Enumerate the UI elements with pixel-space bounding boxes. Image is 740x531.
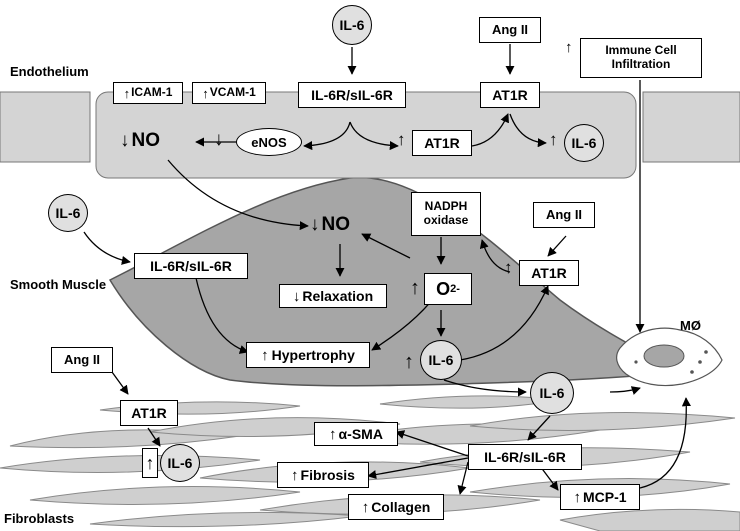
il6r-endothelium-box: IL-6R/sIL-6R [298, 82, 406, 108]
hypertrophy-box: ↑Hypertrophy [246, 342, 370, 368]
at1r-endothelium-top-box: AT1R [480, 82, 540, 108]
smooth-muscle-region-label: Smooth Muscle [10, 277, 107, 292]
enos-ellipse: eNOS [236, 128, 302, 156]
il6-fibroblast-right-circle: IL-6 [530, 372, 574, 414]
mcp1-box: ↑MCP-1 [560, 484, 640, 510]
collagen-box: ↑Collagen [348, 494, 444, 520]
ang2-top-box: Ang II [479, 17, 541, 43]
icam1-box: ↑ICAM-1 [113, 82, 183, 104]
macrophage-cell [616, 327, 723, 387]
up-arrow-vcam: ↑ [202, 85, 209, 101]
up-arrow-at1r-endo: ↑ [397, 130, 406, 149]
down-arrow-no-endo: ↓ [120, 130, 130, 151]
endothelial-membrane-left [0, 91, 91, 163]
up-arrow-il6-fibro-box: ↑ [142, 448, 158, 478]
at1r-smooth-muscle-box: AT1R [519, 260, 579, 286]
relaxation-box: ↓Relaxation [279, 284, 387, 308]
il6-fibroblast-left-circle: IL-6 [160, 444, 200, 482]
endothelium-region-label: Endothelium [10, 64, 89, 79]
endothelial-membrane-right [642, 91, 740, 163]
alpha-sma-box: ↑α-SMA [314, 422, 398, 446]
nadph-oxidase-box: NADPH oxidase [411, 192, 481, 236]
up-arrow-icam: ↑ [123, 85, 131, 101]
vcam1-box: ↑VCAM-1 [192, 82, 266, 104]
macrophage-label: MØ [680, 318, 701, 333]
il6r-smooth-muscle-box: IL-6R/sIL-6R [134, 253, 248, 279]
down-arrow-no-sm: ↓ [310, 214, 320, 235]
up-arrow-fibrosis: ↑ [291, 466, 299, 484]
il6-top-circle: IL-6 [332, 5, 372, 45]
up-arrow-mcp1: ↑ [573, 488, 581, 506]
il6r-fibroblast-box: IL-6R/sIL-6R [468, 444, 582, 470]
down-arrow-enos: ↓ [214, 129, 224, 150]
fibrosis-box: ↑Fibrosis [277, 462, 369, 488]
up-arrow-o2: ↑ [410, 277, 420, 299]
up-arrow-il6-fibro: ↑ [145, 453, 155, 473]
up-arrow-collagen: ↑ [361, 498, 370, 516]
at1r-endothelium-mid-box: AT1R [412, 130, 472, 156]
ang2-fibroblast-box: Ang II [51, 347, 113, 373]
il6-smooth-muscle-circle: IL-6 [420, 340, 462, 380]
il6-endothelium-circle: IL-6 [564, 124, 604, 162]
ang2-smooth-muscle-box: Ang II [533, 202, 595, 228]
il6-left-circle: IL-6 [48, 194, 88, 232]
down-arrow-relaxation: ↓ [292, 287, 301, 305]
up-arrow-il6-sm: ↑ [404, 351, 414, 373]
no-smooth-muscle-label: ↓NO [310, 214, 350, 235]
immune-infiltration-box: Immune Cell Infiltration [580, 38, 702, 78]
at1r-fibroblast-box: AT1R [120, 400, 178, 426]
up-arrow-hypertrophy: ↑ [261, 346, 269, 364]
up-arrow-immune: ↑ [565, 39, 573, 56]
no-endothelium-label: ↓NO [120, 130, 160, 151]
up-arrow-sma: ↑ [329, 425, 337, 443]
fibroblasts-region-label: Fibroblasts [4, 511, 75, 526]
up-arrow-at1r-sm: ↑ [504, 258, 513, 277]
up-arrow-il6-endo: ↑ [549, 130, 558, 149]
